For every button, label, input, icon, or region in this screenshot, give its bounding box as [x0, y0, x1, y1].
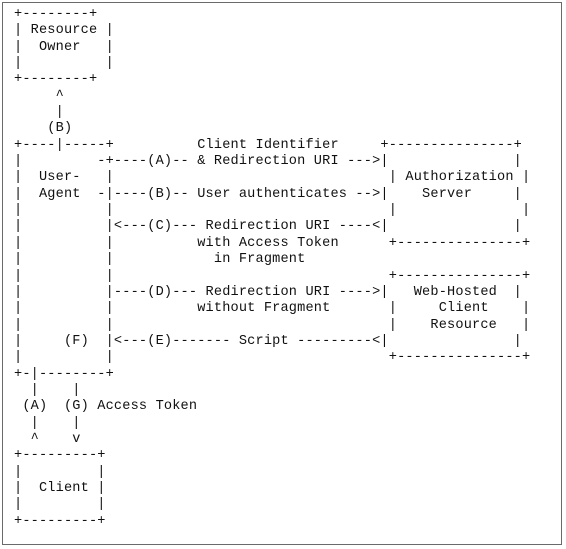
- diagram-line: | |: [14, 464, 106, 480]
- diagram-line: +--------+: [14, 72, 98, 88]
- diagram-line: (A) (G) Access Token: [14, 399, 198, 415]
- diagram-line: | | +---------------+: [14, 350, 531, 366]
- diagram-line: | (F) |<---(E)------- Script ---------<|…: [14, 333, 522, 349]
- diagram-line: | Agent -|----(B)-- User authenticates -…: [14, 186, 522, 202]
- diagram-line: | -+----(A)-- & Redirection URI --->| |: [14, 154, 522, 170]
- diagram-line: +--------+: [14, 7, 98, 22]
- diagram-line: | | in Fragment: [14, 252, 306, 268]
- oauth-implicit-grant-flow-diagram: +--------+| Resource || Owner || |+-----…: [14, 7, 530, 530]
- diagram-line: | |: [14, 415, 81, 431]
- diagram-line: | Client |: [14, 480, 106, 496]
- diagram-line: | |: [14, 382, 81, 398]
- diagram-line: |: [14, 105, 64, 121]
- diagram-line: +----|-----+ Client Identifier +--------…: [14, 137, 522, 153]
- diagram-line: | |: [14, 497, 106, 513]
- diagram-line: +-|--------+: [14, 366, 114, 382]
- diagram-line: (B): [14, 121, 73, 137]
- diagram-line: | |<---(C)--- Redirection URI ----<| |: [14, 219, 522, 235]
- diagram-line: | Resource |: [14, 23, 114, 39]
- figure-frame: [2, 2, 562, 545]
- diagram-line: +---------+: [14, 448, 106, 464]
- diagram-line: +---------+: [14, 513, 106, 529]
- diagram-line: | | with Access Token +---------------+: [14, 235, 531, 251]
- diagram-line: | User- | | Authorization |: [14, 170, 531, 186]
- diagram-line: | | without Fragment | Client |: [14, 301, 531, 317]
- diagram-line: | |: [14, 56, 114, 72]
- diagram-line: | Owner |: [14, 39, 114, 55]
- diagram-line: | |----(D)--- Redirection URI ---->| Web…: [14, 284, 522, 300]
- diagram-line: | | | Resource |: [14, 317, 531, 333]
- diagram-line: | | +---------------+: [14, 268, 531, 284]
- diagram-line: ^: [14, 88, 64, 104]
- diagram-line: | | | |: [14, 203, 531, 219]
- diagram-line: ^ v: [14, 431, 81, 447]
